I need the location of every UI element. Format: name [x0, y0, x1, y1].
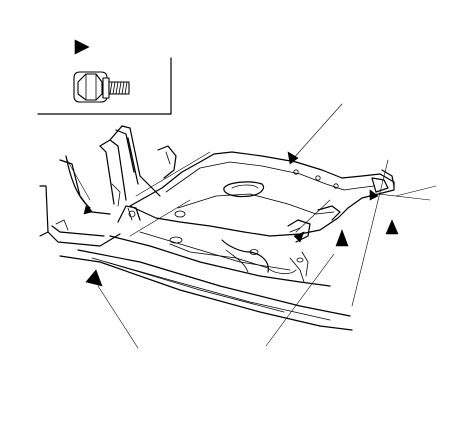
triangle-marker-cover — [287, 151, 299, 165]
leader-left — [97, 285, 139, 349]
legend-frame — [37, 57, 172, 115]
triangle-marker-inner — [293, 231, 305, 243]
triangle-marker-left — [85, 269, 103, 287]
cover-panel — [129, 145, 395, 243]
leader-cover — [291, 103, 343, 161]
legend-box — [37, 39, 172, 115]
triangle-marker-right-rear — [385, 219, 399, 235]
leader-left-upper — [65, 157, 91, 201]
triangle-marker-center — [335, 229, 349, 247]
leader-cover-left — [135, 151, 211, 197]
body-side-structure — [39, 125, 161, 247]
leader-lines — [65, 103, 437, 349]
leader-inner-bracket — [295, 199, 331, 233]
triangle-marker-flange — [369, 189, 379, 201]
left-bolt-location — [117, 205, 141, 223]
leader-right-rear — [351, 159, 389, 307]
leader-center — [265, 253, 335, 347]
triangle-marker-left-upper — [83, 205, 93, 215]
triangle-markers — [83, 151, 399, 287]
leader-cover-left-2 — [129, 199, 191, 237]
floor-structure — [59, 231, 353, 331]
leader-right-side — [377, 193, 431, 201]
legend-triangle-icon — [74, 39, 90, 55]
leader-right-side-2 — [395, 185, 437, 197]
flange-bolt-icon — [73, 71, 130, 103]
